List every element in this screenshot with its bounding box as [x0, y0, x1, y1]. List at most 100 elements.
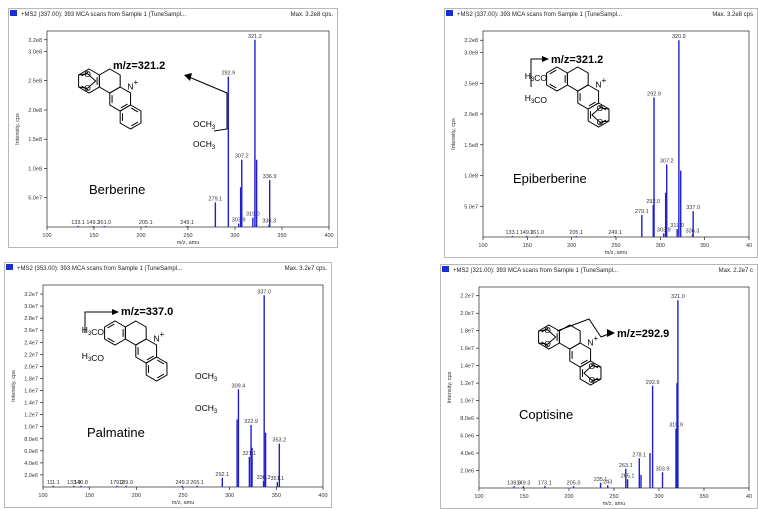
peak-label: 133.1	[71, 220, 85, 226]
y-tick-label: 1.0e8	[28, 166, 42, 172]
ring-d	[579, 360, 602, 386]
peak-label: 133.0	[67, 480, 81, 486]
compound-name: Berberine	[89, 182, 145, 197]
y-tick-label: 1.4e7	[24, 401, 38, 407]
x-tick-label: 150	[85, 493, 94, 499]
methylenedioxy-ring	[583, 365, 602, 381]
peak-label: 149.3	[516, 480, 530, 486]
x-tick-label: 250	[178, 493, 187, 499]
x-tick-label: 40	[746, 494, 752, 500]
x-tick-label: 350	[277, 233, 286, 239]
methylenedioxy-ring-oxygen: O	[84, 83, 91, 93]
peak-label: 265.1	[621, 473, 635, 479]
peak-label: 292.9	[221, 71, 235, 77]
methylenedioxy-ring-oxygen: O	[84, 69, 91, 79]
peak-label: 138.9	[507, 480, 521, 486]
peak-label: 111.1	[47, 480, 60, 486]
fragment-arrow	[556, 318, 602, 338]
peak-label: 249.1	[180, 220, 194, 226]
peak-label: 279.1	[635, 209, 649, 215]
header-marker-icon	[6, 264, 13, 270]
peak-label: 336.9	[263, 174, 277, 180]
ring-a	[104, 320, 126, 346]
y-tick-label: 2.0e6	[460, 469, 474, 475]
peak-label: 321.0	[671, 294, 685, 300]
max-intensity-label: Max. 3.2e7 cps.	[285, 266, 328, 272]
ring-d-double-bond	[157, 373, 165, 379]
y-tick-label: 1.6e7	[460, 346, 474, 352]
y-tick-label: 3.0e8	[464, 51, 478, 57]
x-tick-label: 100	[42, 233, 51, 239]
peak-label: 173.1	[538, 480, 552, 486]
compound-name: Palmatine	[87, 425, 145, 440]
ring-b	[124, 320, 147, 346]
y-tick-label: 1.2e7	[460, 381, 474, 387]
x-tick-label: 250	[611, 243, 620, 249]
ring-d-double-bond	[157, 359, 165, 365]
y-tick-label: 1.4e7	[460, 364, 474, 370]
y-tick-label: 3.2e8	[28, 38, 42, 44]
methylenedioxy-ring	[78, 73, 97, 89]
x-tick-label: 200	[136, 233, 145, 239]
x-tick-label: 300	[654, 494, 663, 500]
peak-label: 321.1	[242, 451, 256, 457]
peak-label: 140.8	[74, 480, 88, 486]
y-tick-label: 2.6e7	[24, 328, 38, 334]
x-tick-label: 200	[567, 243, 576, 249]
y-tick-label: 6.0e6	[460, 434, 474, 440]
x-tick-label: 150	[523, 243, 532, 249]
y-tick-label: 1.6e7	[24, 389, 38, 395]
y-tick-label: 1.5e8	[464, 143, 478, 149]
methoxy-group: H3CO	[525, 71, 548, 83]
peak-label: 337.0	[686, 205, 700, 211]
peak-label: 318.9	[669, 423, 683, 429]
y-tick-label: 1.0e8	[464, 174, 478, 180]
arrow-head-icon	[112, 309, 119, 315]
methoxy-group: OCH3	[195, 403, 218, 415]
y-axis-label: Intensity, cps	[15, 113, 21, 145]
peak-label: 265.1	[190, 480, 204, 486]
peak-label: 249.3	[175, 480, 189, 486]
peak-label: 353.2	[272, 438, 286, 444]
y-tick-label: 4.0e6	[24, 461, 38, 467]
ring-c-double-bond	[120, 103, 128, 109]
spectrum-panel-berberine: +MS2 (337.00): 393 MCA scans from Sample…	[8, 8, 338, 248]
fragment-arrow	[84, 311, 115, 333]
peak-label: 319.0	[246, 212, 260, 218]
x-axis-label: m/z, amu	[603, 501, 626, 507]
ring-c-double-bond	[588, 101, 596, 107]
fragment-arrow	[530, 58, 545, 87]
chart-svg-palmatine: +MS2 (353.00): 393 MCA scans from Sample…	[6, 264, 328, 506]
peak-label: 179.2	[110, 480, 124, 486]
y-tick-label: 2.0e7	[460, 311, 474, 317]
x-tick-label: 150	[519, 494, 528, 500]
fragment-label: m/z=292.9	[617, 328, 669, 340]
methoxy-group: OCH3	[193, 119, 216, 131]
positive-charge: +	[601, 75, 606, 85]
ring-a-double-bond	[549, 83, 557, 89]
y-tick-label: 1.5e8	[28, 137, 42, 143]
methylenedioxy-ring-oxygen: O	[597, 117, 604, 127]
y-tick-label: 2.8e7	[24, 316, 38, 322]
y-tick-label: 2.2e7	[24, 352, 38, 358]
spectrum-header: +MS2 (337.00): 393 MCA scans from Sample…	[457, 12, 622, 18]
x-tick-label: 300	[225, 493, 234, 499]
ring-c-double-bond	[580, 359, 588, 365]
peak-label: 249.1	[608, 230, 622, 236]
y-tick-label: 1.8e7	[24, 376, 38, 382]
y-tick-label: 2.4e7	[24, 340, 38, 346]
plot-frame	[478, 286, 750, 489]
x-tick-label: 100	[38, 493, 47, 499]
peak-label: 161.0	[530, 230, 544, 236]
ring-d	[587, 102, 610, 128]
peak-label: 278.1	[632, 452, 646, 458]
peak-label: 303.9	[657, 227, 671, 233]
y-tick-label: 6.0e6	[24, 449, 38, 455]
x-axis-label: m/z, amu	[172, 500, 195, 506]
y-tick-label: 3.2e8	[464, 38, 478, 44]
peak-label: 320.9	[672, 34, 686, 40]
methoxy-group: OCH3	[193, 139, 216, 151]
nitrogen-plus: N	[153, 333, 159, 343]
peak-label: 292.9	[647, 91, 661, 97]
fragment-arrow	[600, 332, 612, 338]
